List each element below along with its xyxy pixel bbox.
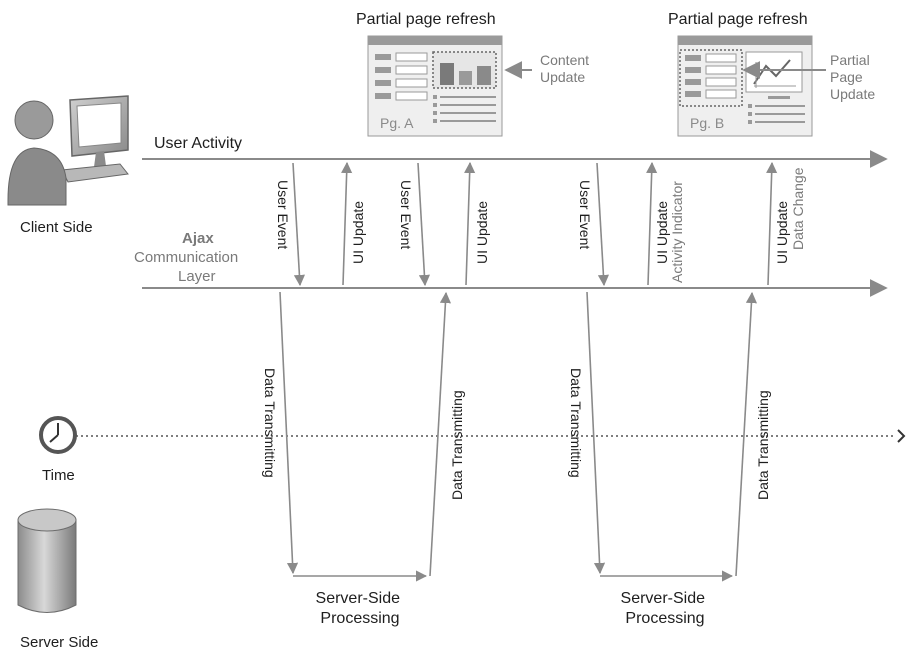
content-update-label: Content Update — [540, 52, 593, 85]
communication-label: Communication — [134, 249, 238, 266]
ui-update-label-3: UI Update — [654, 201, 670, 264]
ui-update-arrow-3 — [646, 161, 658, 286]
data-transmit-down-arrow-2 — [586, 291, 606, 575]
ui-update-arrow-2 — [464, 161, 476, 286]
user-event-arrow-1 — [292, 162, 306, 287]
server-processing-2-line-1: Server-Side — [621, 590, 706, 607]
data-transmitting-label-1: Data Transmitting — [262, 368, 278, 478]
ui-update-label-2: UI Update — [474, 201, 490, 264]
time-axis-arrowhead — [897, 429, 906, 443]
ui-update-arrow-1 — [341, 161, 353, 286]
server-database-icon — [17, 508, 77, 613]
server-processing-2-line-2: Processing — [625, 610, 704, 627]
user-event-arrow-3 — [596, 162, 610, 287]
partial-page-update-line-2: Page — [830, 69, 863, 85]
data-transmit-up-arrow-1 — [429, 291, 452, 577]
page-b-heading: Partial page refresh — [668, 11, 808, 28]
activity-indicator-label: Activity Indicator — [669, 181, 685, 283]
time-label: Time — [42, 467, 75, 484]
ajax-label: Ajax — [182, 230, 214, 247]
partial-page-update-line-3: Update — [830, 86, 875, 102]
partial-page-update-line-1: Partial — [830, 52, 870, 68]
user-event-label-2: User Event — [398, 180, 414, 249]
user-activity-label: User Activity — [154, 135, 242, 152]
client-computer-icon — [7, 95, 129, 206]
server-processing-label-2: Server-Side Processing — [621, 590, 710, 627]
data-transmitting-label-3: Data Transmitting — [568, 368, 584, 478]
content-update-line-1: Content — [540, 52, 589, 68]
data-transmitting-label-2: Data Transmitting — [449, 390, 465, 500]
user-event-label-3: User Event — [577, 180, 593, 249]
page-a-name: Pg. A — [380, 115, 414, 131]
ui-update-arrow-4 — [766, 161, 778, 286]
page-a-thumbnail — [367, 35, 503, 137]
page-a-heading: Partial page refresh — [356, 11, 496, 28]
client-side-label: Client Side — [20, 219, 93, 236]
server-processing-1-line-2: Processing — [320, 610, 399, 627]
server-processing-1-line-1: Server-Side — [316, 590, 401, 607]
server-processing-label-1: Server-Side Processing — [316, 590, 405, 627]
clock-icon — [39, 416, 77, 454]
page-b-name: Pg. B — [690, 115, 724, 131]
server-side-label: Server Side — [20, 634, 98, 651]
ui-update-label-4: UI Update — [774, 201, 790, 264]
user-event-arrow-2 — [417, 162, 431, 287]
data-transmit-down-arrow-1 — [279, 291, 299, 575]
data-transmit-up-arrow-2 — [735, 291, 758, 577]
partial-page-update-label: Partial Page Update — [830, 52, 875, 102]
user-event-label-1: User Event — [275, 180, 291, 249]
layer-label: Layer — [178, 268, 216, 285]
data-change-label: Data Change — [790, 167, 806, 250]
content-update-line-2: Update — [540, 69, 585, 85]
data-transmitting-label-4: Data Transmitting — [755, 390, 771, 500]
ui-update-label-1: UI Update — [350, 201, 366, 264]
